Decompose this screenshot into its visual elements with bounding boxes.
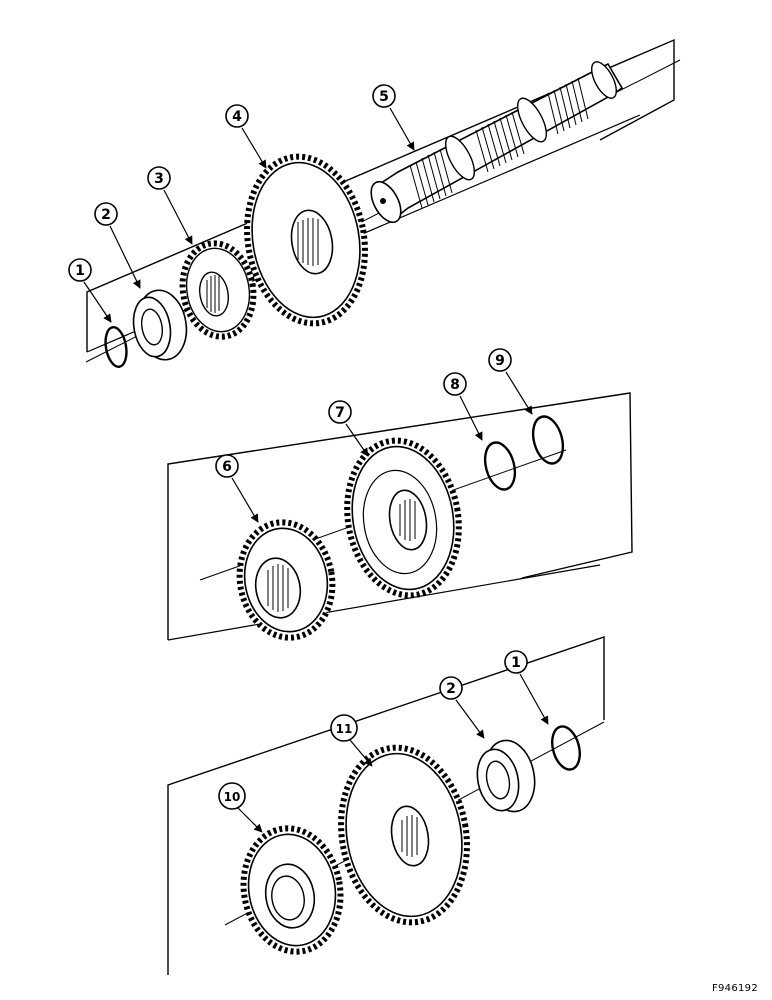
callout-text: 7 [335,405,345,421]
part-2-bearing-bottom [476,739,536,813]
callout-6: 6 [215,454,239,478]
figure-number: F946192 [711,983,758,994]
callout-9: 9 [488,348,512,372]
part-6-gear [236,519,336,641]
part-10-gear [240,825,344,955]
part-8-snap-ring [483,441,517,491]
part-3-small-gear [179,240,257,340]
callout-7: 7 [328,400,352,424]
callout-2-bottom: 2 [439,676,463,700]
callout-1-top: 1 [68,258,92,282]
callout-10: 10 [218,782,246,810]
part-11-large-gear [338,744,470,926]
part-7-large-gear [344,437,462,599]
part-9-snap-ring [531,415,565,465]
callout-leader-lines [83,107,549,833]
part-1-snap-ring-bottom [551,725,581,771]
callout-3: 3 [147,166,171,190]
callout-text: 5 [379,89,389,105]
callout-text: 3 [154,171,164,187]
part-5-main-shaft [370,61,624,224]
part-2-bearing-top [132,289,188,361]
callout-2-top: 2 [94,202,118,226]
callout-11: 11 [330,714,358,742]
callout-text: 2 [446,681,456,697]
part-1-snap-ring-top [104,326,128,368]
callout-text: 10 [224,790,241,804]
callout-text: 4 [232,109,242,125]
callout-4: 4 [225,104,249,128]
callout-text: 9 [495,353,505,369]
part-4-large-gear [244,153,368,327]
callout-text: 2 [101,207,111,223]
callout-text: 1 [511,655,521,671]
callout-text: 8 [450,377,460,393]
callout-text: 11 [336,722,353,736]
callout-5: 5 [372,84,396,108]
callout-1-bottom: 1 [504,650,528,674]
callout-text: 6 [222,459,232,475]
callout-8: 8 [443,372,467,396]
callout-text: 1 [75,263,85,279]
